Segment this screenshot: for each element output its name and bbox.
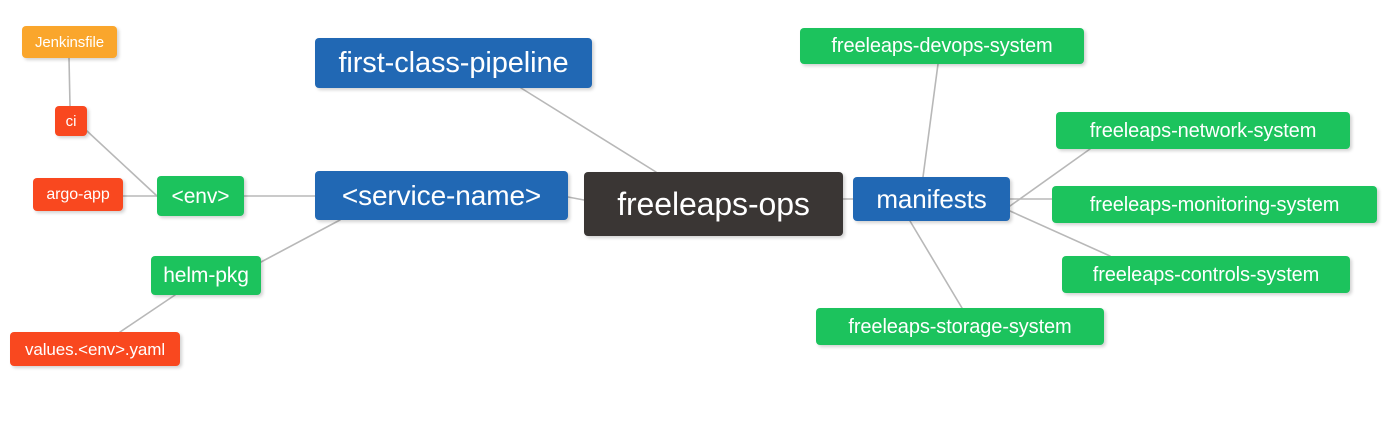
node-label-service-name: <service-name>: [341, 179, 542, 211]
node-label-manifests: manifests: [876, 184, 987, 214]
edge-helm-pkg-to-values-yaml: [119, 294, 176, 333]
node-values-yaml[interactable]: values.<env>.yaml: [10, 332, 180, 366]
node-label-first-class-pipeline: first-class-pipeline: [338, 46, 569, 79]
node-ci[interactable]: ci: [55, 106, 87, 136]
node-freeleaps-devops-system[interactable]: freeleaps-devops-system: [800, 28, 1084, 64]
node-helm-pkg[interactable]: helm-pkg: [151, 256, 261, 295]
node-argo-app[interactable]: argo-app: [33, 178, 123, 211]
node-manifests[interactable]: manifests: [853, 177, 1010, 221]
node-label-jenkinsfile: Jenkinsfile: [35, 33, 104, 51]
edge-service-name-to-freeleaps-ops: [567, 196, 585, 201]
node-label-freeleaps-ops: freeleaps-ops: [617, 186, 810, 222]
node-env[interactable]: <env>: [157, 176, 244, 216]
node-label-freeleaps-devops-system: freeleaps-devops-system: [831, 35, 1053, 57]
node-freeleaps-network-system[interactable]: freeleaps-network-system: [1056, 112, 1350, 149]
edge-jenkinsfile-to-ci: [68, 57, 71, 107]
node-freeleaps-monitoring-system[interactable]: freeleaps-monitoring-system: [1052, 186, 1377, 223]
edge-service-name-to-helm-pkg: [260, 219, 341, 263]
node-label-freeleaps-network-system: freeleaps-network-system: [1089, 119, 1317, 142]
node-label-freeleaps-controls-system: freeleaps-controls-system: [1092, 263, 1320, 286]
node-label-env: <env>: [171, 184, 230, 208]
node-freeleaps-controls-system[interactable]: freeleaps-controls-system: [1062, 256, 1350, 293]
node-label-argo-app: argo-app: [46, 185, 110, 203]
node-jenkinsfile[interactable]: Jenkinsfile: [22, 26, 117, 58]
node-freeleaps-ops[interactable]: freeleaps-ops: [584, 172, 843, 236]
edge-freeleaps-devops-system-to-manifests: [922, 63, 939, 178]
node-label-helm-pkg: helm-pkg: [163, 264, 249, 287]
node-label-ci: ci: [65, 112, 77, 130]
node-label-freeleaps-monitoring-system: freeleaps-monitoring-system: [1089, 193, 1340, 216]
node-label-freeleaps-storage-system: freeleaps-storage-system: [848, 315, 1072, 338]
node-label-values-yaml: values.<env>.yaml: [24, 339, 166, 359]
node-freeleaps-storage-system[interactable]: freeleaps-storage-system: [816, 308, 1104, 345]
edge-manifests-to-freeleaps-storage-system: [909, 220, 963, 309]
edge-first-class-pipeline-to-freeleaps-ops: [520, 87, 657, 173]
node-service-name[interactable]: <service-name>: [315, 171, 568, 220]
node-first-class-pipeline[interactable]: first-class-pipeline: [315, 38, 592, 88]
